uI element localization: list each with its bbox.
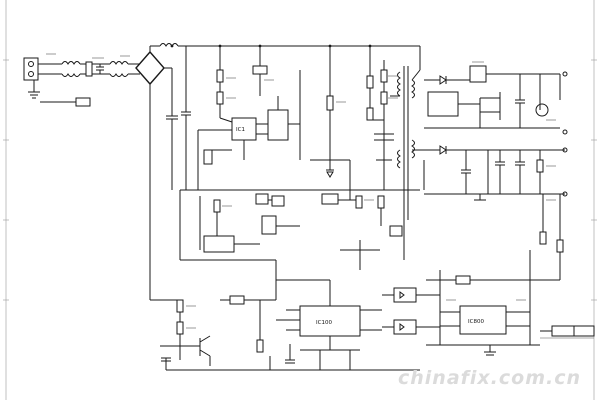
output-connector [540, 325, 595, 339]
ic100-block: IC100 [256, 279, 382, 353]
emi-filter [61, 61, 136, 77]
ic800-label: IC800 [468, 319, 484, 325]
ic100-label: IC100 [316, 320, 332, 326]
bulk-capacitors [166, 46, 191, 190]
main-transformer [390, 66, 421, 220]
hv-rail [149, 43, 421, 301]
sheet-border [3, 0, 597, 400]
primary-switch-section [310, 46, 394, 200]
secondary-upper-block [424, 65, 568, 135]
ic1-block: IC1 [197, 70, 301, 190]
startup-resistors [216, 46, 268, 118]
optocouplers [382, 287, 440, 335]
secondary-output-rail [412, 145, 568, 201]
feedback-region [179, 189, 420, 300]
ic1-label: IC1 [236, 127, 245, 133]
watermark-text: chinafix.com.cn [398, 367, 581, 389]
ic800-block: IC800 [426, 194, 564, 356]
component-annotations [46, 53, 556, 329]
standby-section [160, 295, 420, 371]
bridge-rectifier [135, 46, 172, 106]
ac-input-connector [23, 57, 91, 107]
